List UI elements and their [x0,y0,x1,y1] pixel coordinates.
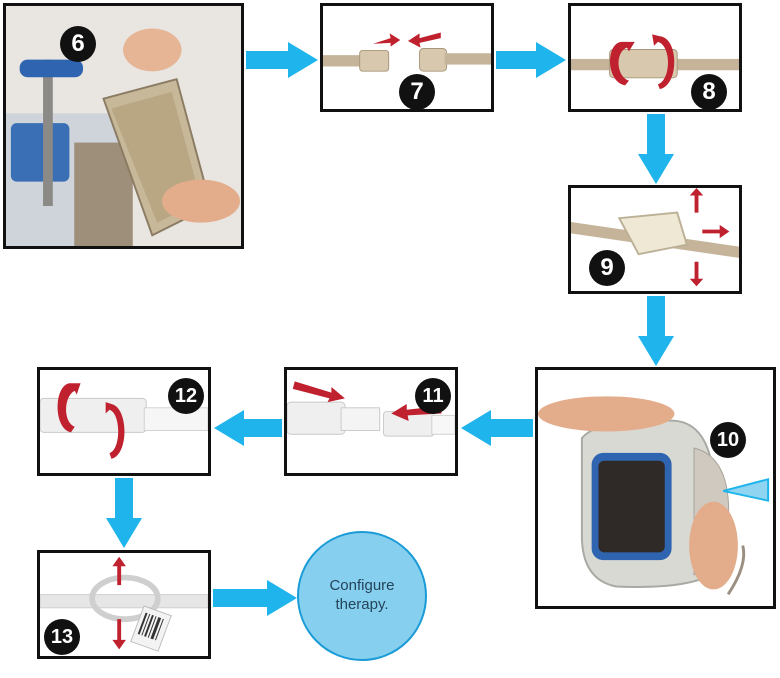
step-9-badge: 9 [589,250,625,286]
flow-arrow-8-to-9 [638,114,674,184]
flow-arrow-13-to-final [213,580,297,616]
step-10-number: 10 [716,428,740,451]
configure-therapy-circle: Configure therapy. [297,531,427,661]
step-8-number: 8 [702,78,716,105]
step-7-number: 7 [410,78,424,105]
step-7-push-arrow-right [373,33,401,47]
configure-therapy-text: Configure therapy. [322,577,402,615]
flow-arrow-12-to-13 [106,478,142,548]
step-10-illustration [538,370,773,606]
step-8-panel: 8 [568,3,742,112]
step-9-right-arrow [702,224,730,239]
flow-arrow-7-to-8 [496,42,566,78]
step-13-panel: 13 [37,550,211,659]
step-9-down-arrow [689,261,704,287]
step-13-badge: 13 [44,619,80,655]
step-11-panel: 11 [284,367,458,476]
step-6-number: 6 [71,30,85,57]
step-6-panel: 6 [3,3,244,249]
step-8-badge: 8 [691,74,727,109]
step-13-number: 13 [50,625,74,648]
step-10-badge: 10 [710,422,746,458]
step-12-panel: 12 [37,367,211,476]
step-8-twist-arrow-right [652,34,675,90]
step-12-badge: 12 [168,378,204,414]
barcode-icon [137,612,164,641]
configure-therapy-line-1: Configure [329,577,395,595]
step-9-illustration [571,188,739,291]
step-12-number: 12 [174,384,198,407]
step-11-number: 11 [422,384,444,407]
step-10-panel: 10 [535,367,776,609]
step-11-badge: 11 [415,378,451,414]
step-9-up-arrow [689,188,704,213]
flow-arrow-10-to-11 [461,410,533,446]
step-12-twist-arrow-left [57,383,81,433]
step-7-push-arrow-left [407,32,441,48]
step-6-illustration [6,6,241,246]
step-10-insert-arrow [723,477,770,502]
step-8-twist-arrow-left [610,41,635,86]
flow-arrow-11-to-12 [214,410,282,446]
step-7-badge: 7 [399,74,435,109]
step-13-up-arrow [112,556,126,586]
step-13-down-arrow [112,619,126,650]
step-9-panel: 9 [568,185,742,294]
step-12-twist-arrow-right [105,402,125,459]
step-11-push-arrow-right [292,381,345,403]
step-6-badge: 6 [60,26,96,62]
flow-arrow-9-to-10 [638,296,674,366]
step-7-illustration [323,6,491,109]
step-9-number: 9 [600,254,614,281]
step-7-panel: 7 [320,3,494,112]
flow-arrow-6-to-7 [246,42,318,78]
configure-therapy-line-2: therapy. [335,596,389,613]
